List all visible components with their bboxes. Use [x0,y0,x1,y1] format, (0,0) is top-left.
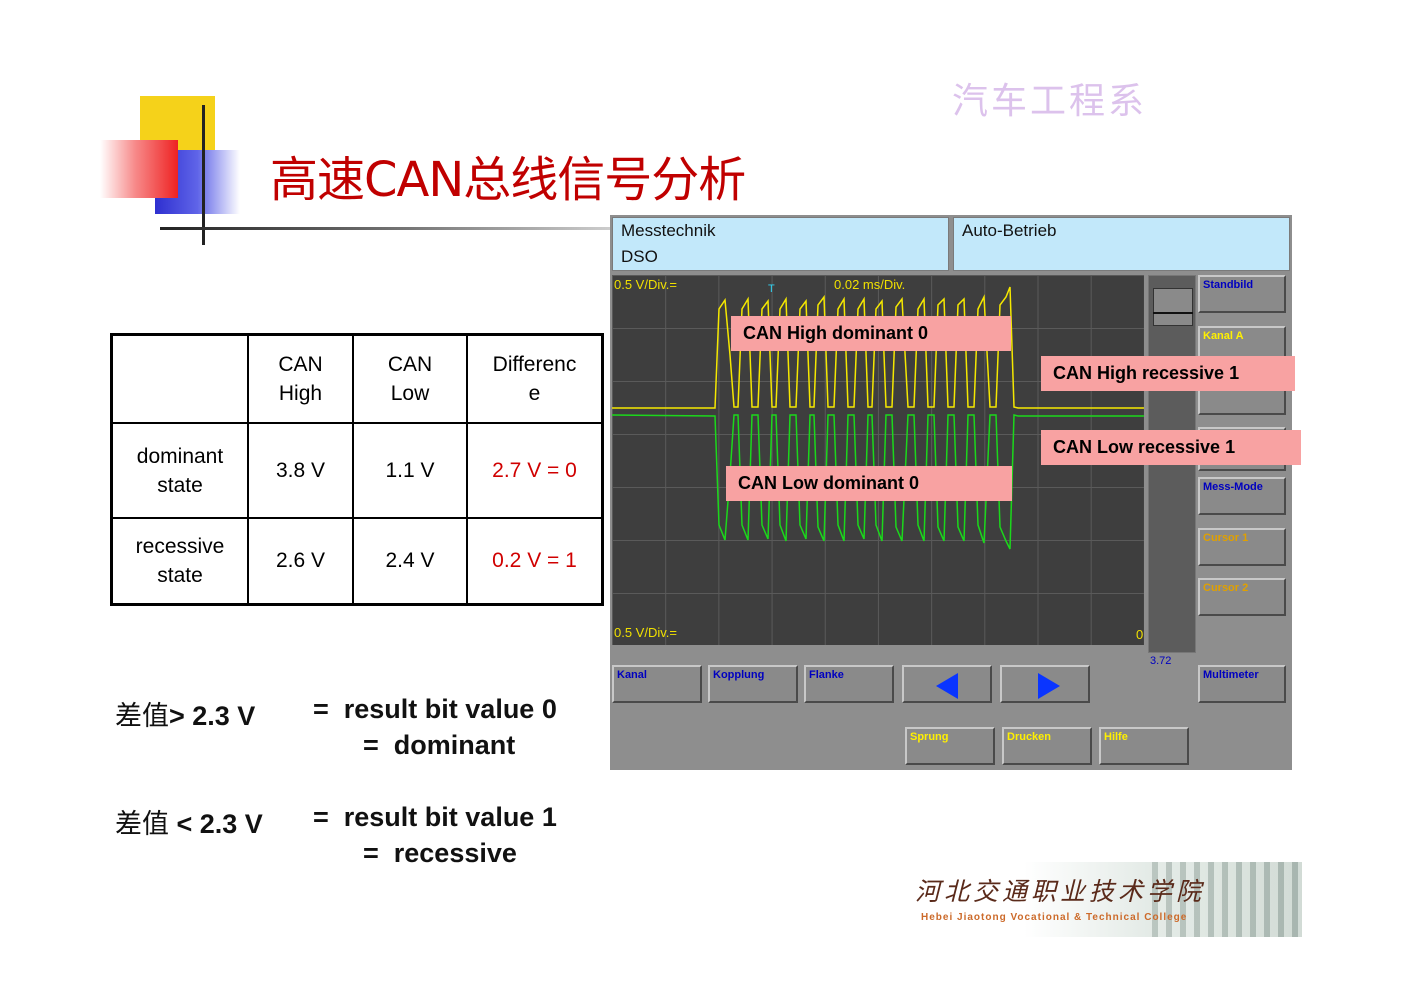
deco-red-square [100,140,178,198]
deco-vertical-line [202,105,205,245]
callout-can-low-dominant: CAN Low dominant 0 [726,466,1012,501]
college-logo: 河北交通职业技术学院 Hebei Jiaotong Vocational & T… [905,862,1302,937]
dso-header-right: Auto-Betrieb [953,217,1290,271]
diff-value-cell: 2.7 V = 0 [466,422,604,519]
cursor-1-button[interactable]: Cursor 1 [1198,528,1286,566]
note-recessive-condition: 差值 < 2.3 V [115,802,263,841]
callout-can-high-recessive: CAN High recessive 1 [1041,356,1295,391]
note-dominant-condition: 差值> 2.3 V [115,694,255,733]
dso-header-left: Messtechnik DSO [612,217,949,271]
slider-marker [1153,312,1193,314]
building-image [1152,862,1302,937]
diff-value-cell: 0.2 V = 1 [466,516,604,606]
college-name-en: Hebei Jiaotong Vocational & Technical Co… [921,912,1188,923]
flanke-button[interactable]: Flanke [804,665,894,703]
top-voltage-scale: 0.5 V/Div.= [614,277,677,292]
note-dominant-result: = result bit value 0 [313,694,557,724]
callout-can-high-dominant: CAN High dominant 0 [731,316,1011,351]
arrow-right-icon [1038,673,1060,699]
dso-mode-label: Messtechnik [621,221,716,240]
table-row: recessive state 2.6 V 2.4 V 0.2 V = 1 [110,516,604,606]
header-cell-difference: Differenc e [466,333,604,425]
dso-submode-label: DSO [621,247,658,266]
mess-mode-button[interactable]: Mess-Mode [1198,477,1286,515]
low-value-cell: 1.1 V [352,422,468,519]
multimeter-button[interactable]: Multimeter [1198,665,1286,703]
next-button[interactable] [1000,665,1090,703]
callout-can-low-recessive: CAN Low recessive 1 [1041,430,1301,465]
trigger-marker: T [768,283,775,295]
header-cell-empty [110,333,249,425]
slide-title: 高速CAN总线信号分析 [270,152,746,208]
deco-horizontal-line [160,227,615,230]
note-cn-label: 差值 [115,809,169,840]
high-value-cell: 3.8 V [247,422,354,519]
high-value-cell: 2.6 V [247,516,354,606]
state-cell: recessive state [110,516,249,606]
kanal-button[interactable]: Kanal [612,665,702,703]
vertical-slider-handle[interactable] [1153,288,1193,326]
drucken-button[interactable]: Drucken [1002,727,1092,765]
table-header-row: CAN High CAN Low Differenc e [110,333,604,425]
bottom-voltage-scale: 0.5 V/Div.= [614,625,677,640]
arrow-left-icon [936,673,958,699]
standbild-button[interactable]: Standbild [1198,275,1286,313]
cursor-2-button[interactable]: Cursor 2 [1198,578,1286,616]
college-name-cn: 河北交通职业技术学院 [915,877,1206,906]
kopplung-button[interactable]: Kopplung [708,665,798,703]
voltage-table: CAN High CAN Low Differenc e dominant st… [110,333,604,606]
note-condition-text: > 2.3 V [169,701,256,731]
note-recessive-meaning: = recessive [363,838,517,868]
note-condition-text: < 2.3 V [169,809,263,839]
note-cn-label: 差值 [115,701,169,732]
zero-marker: 0 [1136,627,1144,642]
hilfe-button[interactable]: Hilfe [1099,727,1189,765]
department-label: 汽车工程系 [952,81,1148,122]
sprung-button[interactable]: Sprung [905,727,995,765]
time-scale: 0.02 ms/Div. [834,277,906,292]
table-row: dominant state 3.8 V 1.1 V 2.7 V = 0 [110,422,604,519]
state-cell: dominant state [110,422,249,519]
header-cell-can-high: CAN High [247,333,354,425]
cursor-value: 3.72 [1150,655,1172,667]
header-cell-can-low: CAN Low [352,333,468,425]
low-value-cell: 2.4 V [352,516,468,606]
note-dominant-meaning: = dominant [363,730,516,760]
note-recessive-result: = result bit value 1 [313,802,557,832]
previous-button[interactable] [902,665,992,703]
